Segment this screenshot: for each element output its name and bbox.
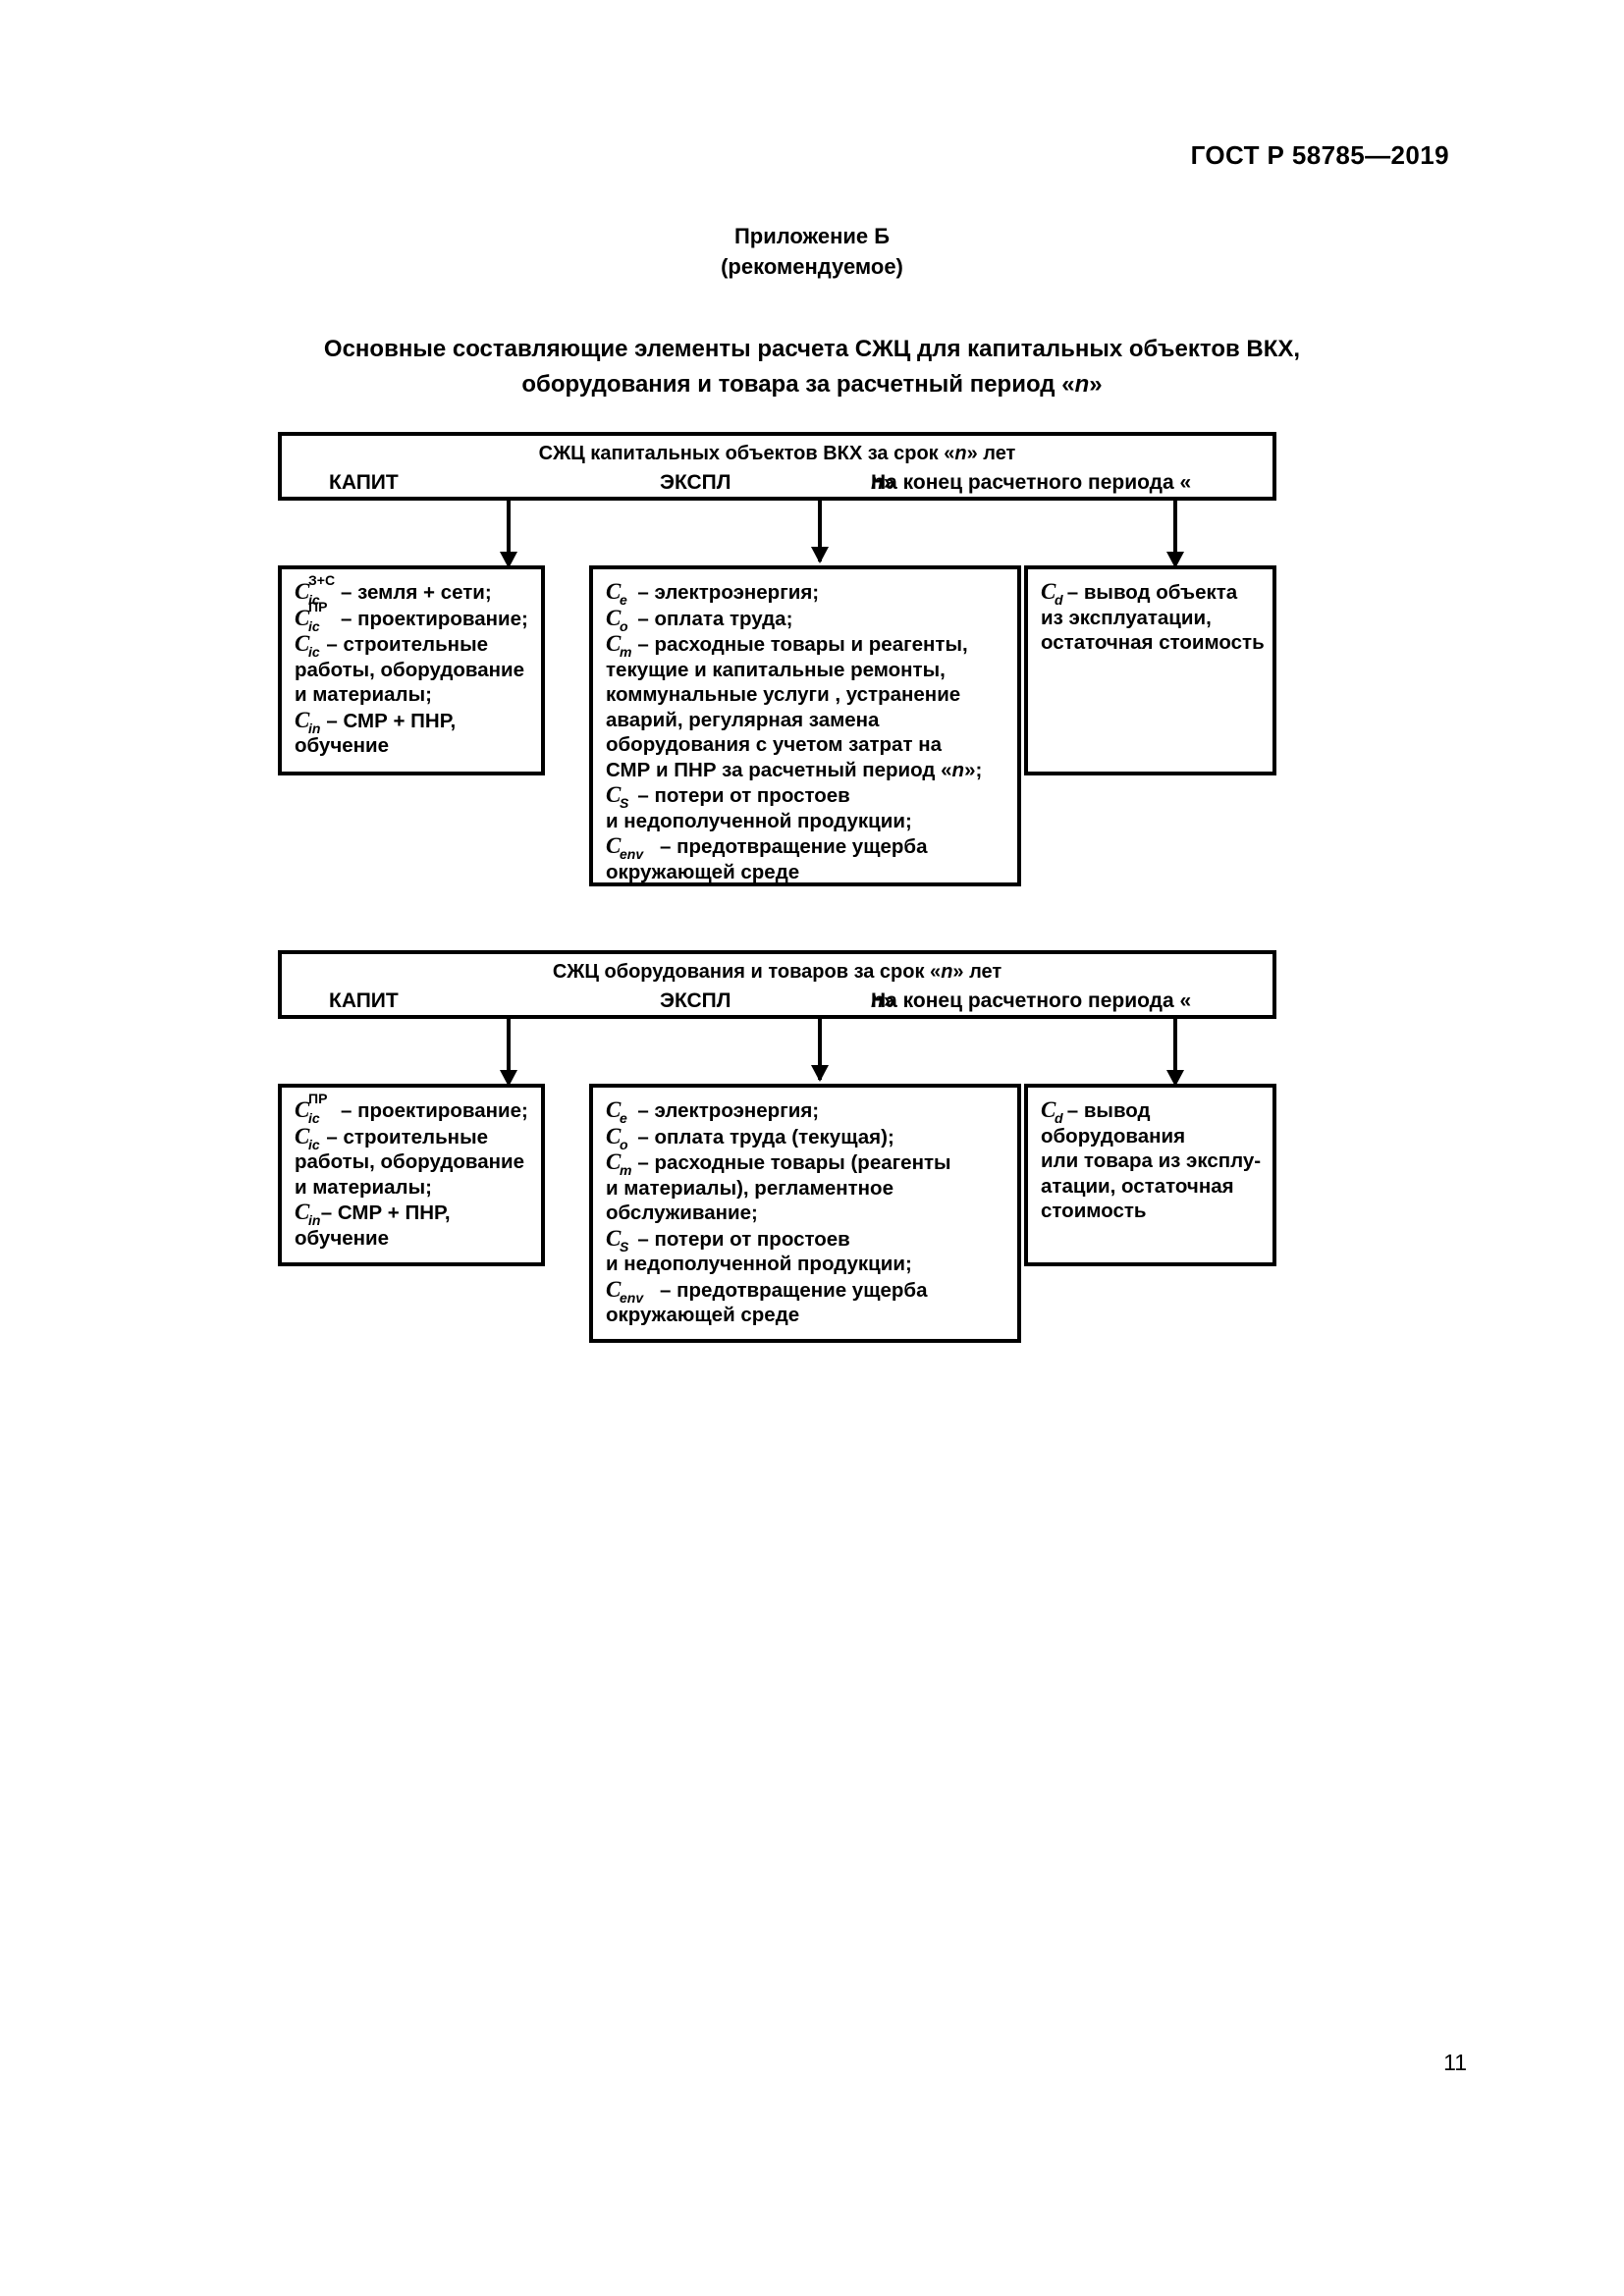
arrow-down-icon	[1166, 552, 1184, 568]
diagram2-column-exspl: ЭКСПЛ	[660, 989, 731, 1012]
diagram1-column-exspl: ЭКСПЛ	[660, 471, 731, 494]
diagram2-column-capit: КАПИТ	[329, 989, 399, 1012]
page-title-line-2: оборудования и товара за расчетный перио…	[521, 371, 1103, 398]
page-title: Основные составляющие элементы расчета С…	[167, 332, 1457, 402]
diagram1-header-box: СЖЦ капитальных объектов ВКХ за срок «n»…	[278, 432, 1276, 501]
page-number: 11	[1443, 2050, 1467, 2075]
diagram2-header-title: СЖЦ оборудования и товаров за срок «n» л…	[552, 961, 1002, 983]
page-title-line-1: Основные составляющие элементы расчета С…	[323, 336, 1301, 362]
standard-header: ГОСТ Р 58785—2019	[1190, 140, 1449, 170]
annex-label: Приложение Б	[733, 224, 891, 248]
arrow-down-icon	[500, 1070, 517, 1087]
diagram1-column-end-period: На конец расчетного периода «n»	[871, 471, 1192, 494]
arrow-down-icon	[1166, 1070, 1184, 1087]
arrow-down-icon	[500, 552, 517, 568]
arrow-down-icon	[811, 547, 829, 563]
diagram1-connector-capit	[507, 501, 511, 555]
diagram1-header-title: СЖЦ капитальных объектов ВКХ за срок «n»…	[538, 443, 1016, 464]
diagram2-connector-capit	[507, 1019, 511, 1073]
annex-caption: Приложение Б (рекомендуемое)	[0, 221, 1624, 282]
diagram1-connector-exspl	[818, 501, 822, 561]
diagram2-header-box: СЖЦ оборудования и товаров за срок «n» л…	[278, 950, 1276, 1019]
diagram1-column-capit: КАПИТ	[329, 471, 399, 494]
arrow-down-icon	[811, 1065, 829, 1082]
diagram1-connector-end	[1173, 501, 1177, 555]
diagram2-connector-end	[1173, 1019, 1177, 1073]
diagram2-header-columns: КАПИТ ЭКСПЛ На конец расчетного периода …	[282, 989, 1272, 1019]
annex-note: (рекомендуемое)	[721, 254, 903, 279]
diagram2-connector-exspl	[818, 1019, 822, 1080]
diagram1-header-columns: КАПИТ ЭКСПЛ На конец расчетного периода …	[282, 471, 1272, 501]
diagram2-column-end-period: На конец расчетного периода «n»	[871, 989, 1192, 1012]
